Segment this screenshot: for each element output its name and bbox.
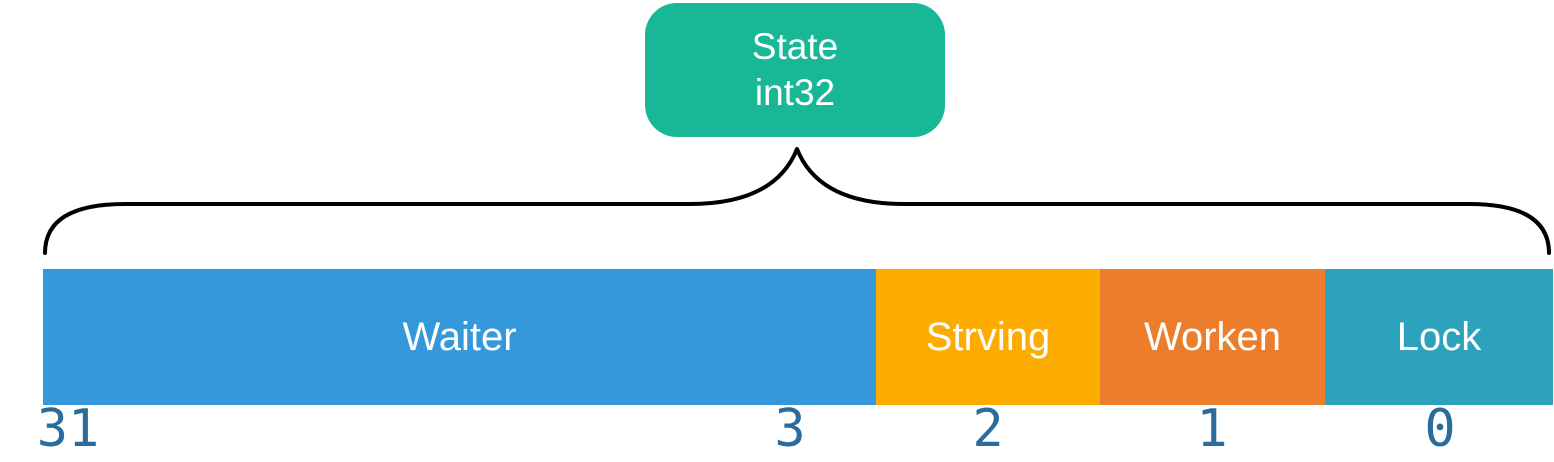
bit-index-0: 0 <box>1424 399 1456 459</box>
state-node: State int32 <box>645 3 945 137</box>
field-segment-worken: Worken <box>1100 269 1325 405</box>
curly-brace-path <box>43 147 1551 255</box>
field-segment-strving: Strving <box>876 269 1100 405</box>
bit-index-3: 3 <box>774 399 806 459</box>
state-node-title: State <box>751 26 839 67</box>
field-label-waiter: Waiter <box>402 314 517 359</box>
field-segment-lock: Lock <box>1325 269 1553 405</box>
field-segment-waiter: Waiter <box>43 269 876 405</box>
field-label-worken: Worken <box>1143 314 1282 359</box>
bitfield-bar: Waiter Strving Worken Lock <box>43 269 1553 405</box>
bit-index-1: 1 <box>1196 399 1228 459</box>
bit-index-31: 31 <box>36 399 100 459</box>
bit-index-2: 2 <box>972 399 1004 459</box>
field-label-strving: Strving <box>925 314 1051 359</box>
state-node-type: int32 <box>754 72 836 113</box>
field-label-lock: Lock <box>1396 314 1482 359</box>
